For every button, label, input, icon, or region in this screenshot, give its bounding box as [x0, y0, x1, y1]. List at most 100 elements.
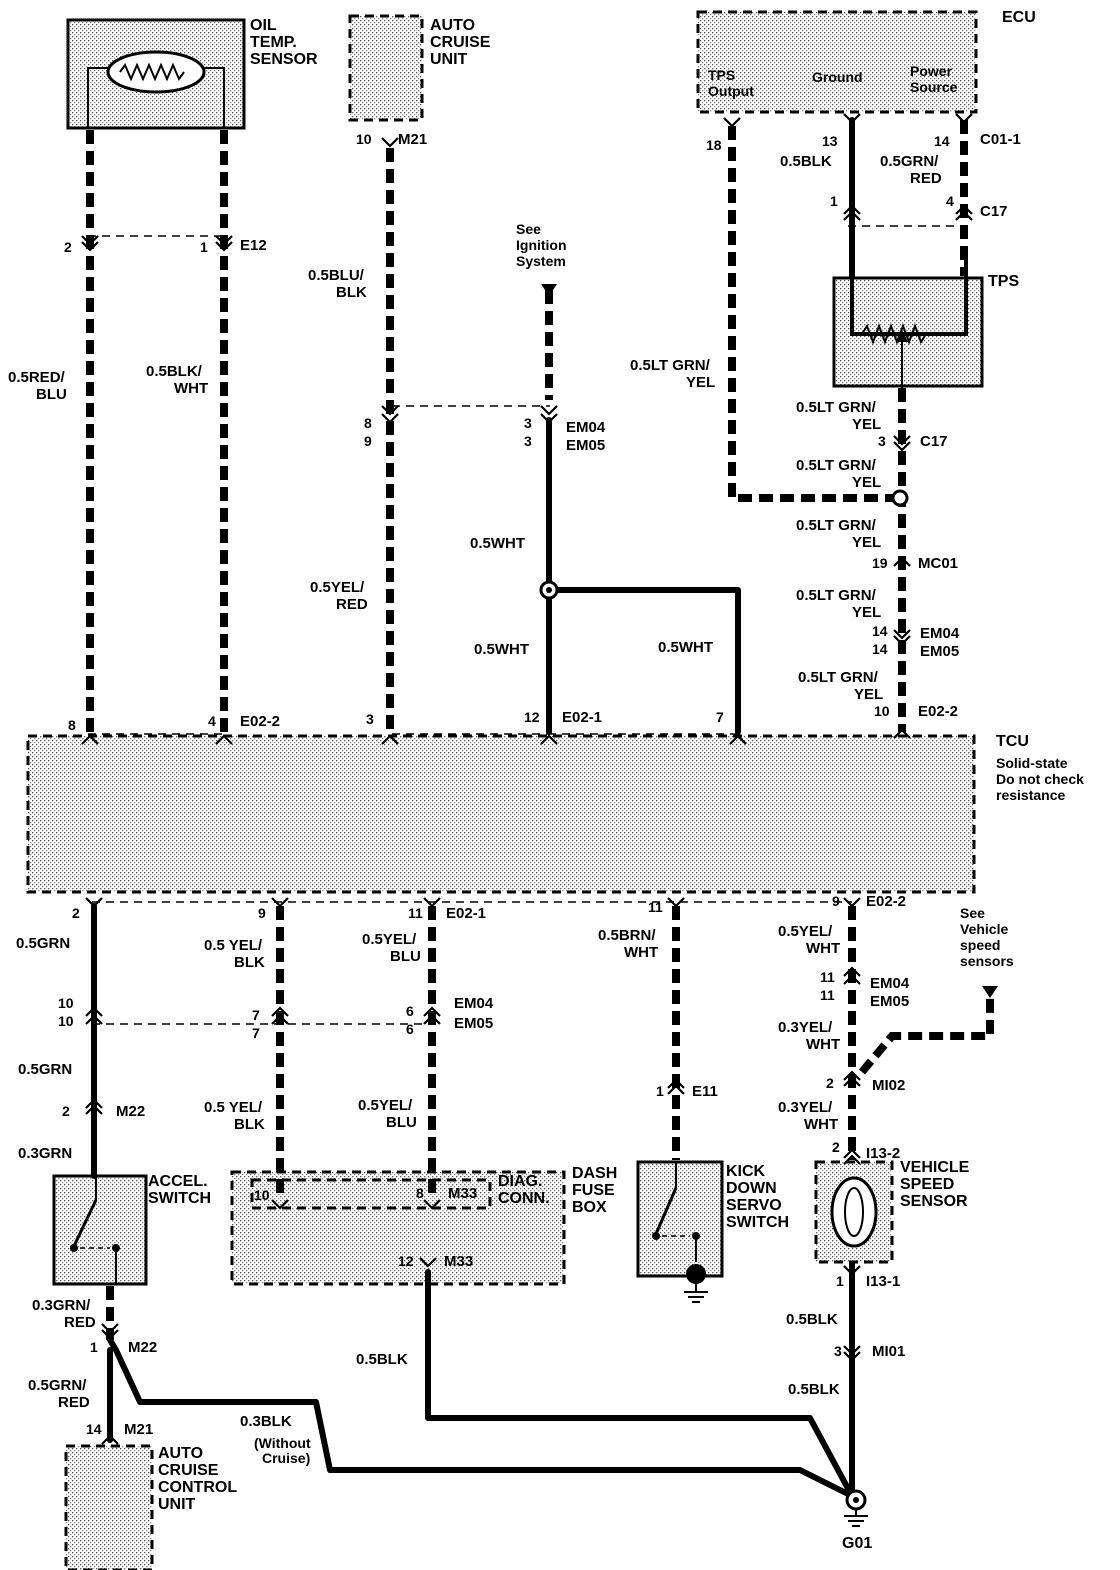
ground-symbol-g01 [844, 1510, 868, 1527]
ground-g01-label: G01 [842, 1535, 872, 1552]
svg-text:MC01: MC01 [918, 555, 958, 572]
arrow-markers [541, 284, 998, 998]
svg-text:4: 4 [946, 193, 954, 209]
svg-text:E02-2: E02-2 [918, 703, 958, 720]
svg-text:2: 2 [72, 905, 80, 921]
svg-text:0.5LT GRN/YEL: 0.5LT GRN/YEL [796, 399, 881, 433]
svg-text:E02-1: E02-1 [446, 905, 486, 922]
svg-text:8: 8 [364, 415, 372, 431]
svg-text:12: 12 [524, 709, 540, 725]
svg-text:2: 2 [826, 1075, 834, 1091]
svg-text:C01-1: C01-1 [980, 131, 1021, 148]
svg-text:2: 2 [832, 1139, 840, 1155]
svg-text:1: 1 [836, 1273, 844, 1289]
ground-icon [686, 1264, 706, 1284]
splices [539, 489, 909, 1511]
svg-text:12: 12 [398, 1253, 414, 1269]
svg-text:EM05: EM05 [870, 993, 909, 1010]
wire-color-labels: 0.5RED/BLU 0.5BLK/WHT 0.5BLU/BLK 0.5YEL/… [8, 153, 942, 1430]
svg-text:6: 6 [406, 1021, 414, 1037]
svg-text:10: 10 [58, 995, 74, 1011]
svg-text:0.3GRN/RED: 0.3GRN/RED [32, 1297, 96, 1331]
svg-text:0.5YEL/WHT: 0.5YEL/WHT [778, 923, 840, 957]
svg-text:MI02: MI02 [872, 1077, 905, 1094]
svg-text:0.5LT GRN/YEL: 0.5LT GRN/YEL [796, 457, 881, 491]
connector-chevrons [81, 113, 973, 1445]
connector-outlines [88, 225, 964, 1025]
svg-text:3: 3 [524, 433, 532, 449]
svg-text:1: 1 [656, 1083, 664, 1099]
svg-text:0.5BRN/WHT: 0.5BRN/WHT [598, 927, 658, 961]
svg-text:E02-1: E02-1 [562, 709, 602, 726]
svg-text:0.5YEL/BLU: 0.5YEL/BLU [358, 1097, 417, 1131]
ecu-label: ECU [1002, 9, 1036, 26]
svg-text:6: 6 [406, 1003, 414, 1019]
svg-text:3: 3 [834, 1343, 842, 1359]
dash-fuse-box [230, 1170, 566, 1286]
connector-labels: E12 M21 C01-1 C17 EM04 EM05 C17 MC01 EM0… [116, 131, 1021, 1438]
oil-temp-sensor [66, 18, 246, 130]
svg-text:EM04: EM04 [870, 975, 910, 992]
pin-labels: 2 1 10 18 13 14 1 4 8 9 3 3 3 19 14 14 1… [58, 131, 954, 1437]
svg-text:0.5BLK/WHT: 0.5BLK/WHT [146, 363, 208, 397]
svg-text:7: 7 [252, 1025, 260, 1041]
svg-text:0.5GRN/RED: 0.5GRN/RED [880, 153, 942, 187]
svg-text:10: 10 [356, 131, 372, 147]
svg-text:0.5YEL/RED: 0.5YEL/RED [310, 579, 368, 613]
svg-text:M22: M22 [116, 1103, 145, 1120]
svg-text:EM05: EM05 [920, 643, 959, 660]
svg-text:M22: M22 [128, 1339, 157, 1356]
svg-text:13: 13 [822, 133, 838, 149]
svg-text:C17: C17 [980, 203, 1008, 220]
svg-text:MI01: MI01 [872, 1343, 905, 1360]
svg-text:18: 18 [706, 137, 722, 153]
svg-text:0.3GRN: 0.3GRN [18, 1145, 72, 1162]
svg-text:0.5GRN/RED: 0.5GRN/RED [28, 1377, 90, 1411]
tps-component [832, 248, 984, 388]
svg-text:9: 9 [364, 433, 372, 449]
svg-text:0.5BLK: 0.5BLK [356, 1351, 408, 1368]
svg-text:0.5BLU/BLK: 0.5BLU/BLK [308, 267, 367, 301]
svg-text:19: 19 [872, 555, 888, 571]
svg-text:I13-1: I13-1 [866, 1273, 900, 1290]
svg-text:0.5LT GRN/YEL: 0.5LT GRN/YEL [798, 669, 883, 703]
svg-text:4: 4 [208, 713, 216, 729]
svg-text:0.5YEL/BLU: 0.5YEL/BLU [362, 931, 421, 965]
ecu-ground-label: Ground [812, 69, 863, 85]
vehicle-speed-sensor [814, 1160, 894, 1264]
svg-text:0.3YEL/WHT: 0.3YEL/WHT [778, 1019, 840, 1053]
diag-connector [250, 1178, 492, 1210]
svg-text:3: 3 [524, 415, 532, 431]
svg-text:3: 3 [878, 433, 886, 449]
svg-text:I13-2: I13-2 [866, 1145, 900, 1162]
svg-text:2: 2 [64, 239, 72, 255]
svg-text:1: 1 [200, 239, 208, 255]
svg-text:0.5BLK: 0.5BLK [780, 153, 832, 170]
svg-text:0.5LT GRN/YEL: 0.5LT GRN/YEL [796, 587, 881, 621]
svg-text:14: 14 [872, 641, 888, 657]
svg-text:3: 3 [366, 711, 374, 727]
svg-text:E02-2: E02-2 [866, 893, 906, 910]
svg-text:0.5BLK: 0.5BLK [788, 1381, 840, 1398]
auto-cruise-unit [348, 14, 424, 122]
svg-text:E12: E12 [240, 237, 267, 254]
svg-text:EM04: EM04 [920, 625, 960, 642]
svg-text:9: 9 [258, 905, 266, 921]
svg-text:EM04: EM04 [454, 995, 494, 1012]
svg-text:14: 14 [934, 133, 950, 149]
svg-text:14: 14 [86, 1421, 102, 1437]
svg-text:M33: M33 [444, 1253, 473, 1270]
svg-text:0.5BLK: 0.5BLK [786, 1311, 838, 1328]
svg-text:0.3YEL/WHT: 0.3YEL/WHT [778, 1099, 838, 1133]
svg-text:11: 11 [408, 905, 423, 921]
accel-switch [52, 1174, 148, 1286]
